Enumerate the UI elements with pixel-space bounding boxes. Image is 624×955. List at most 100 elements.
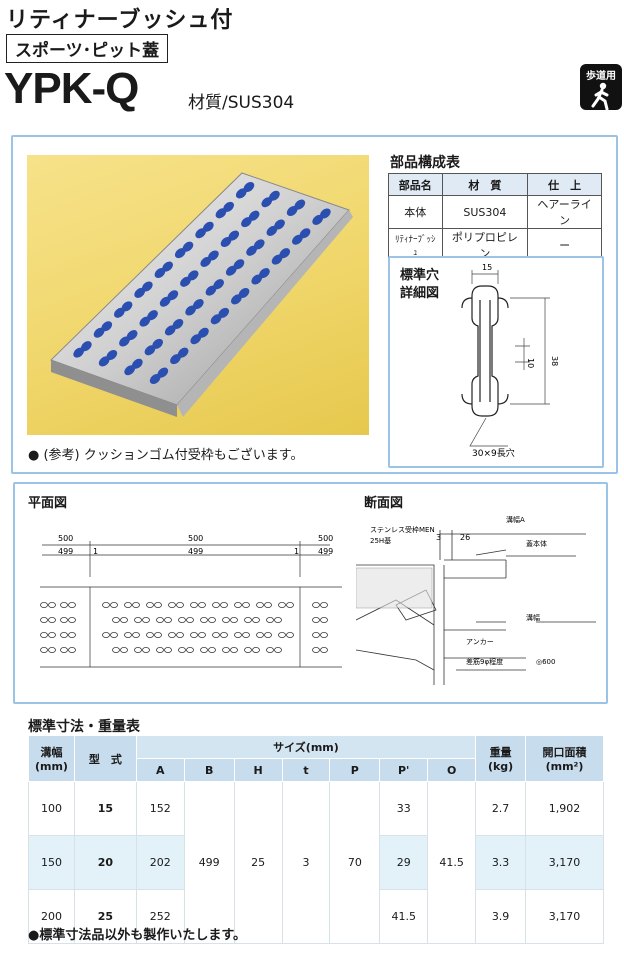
- plan-hole: [274, 647, 282, 654]
- cell-model: 15: [73, 781, 137, 836]
- plan-hole: [146, 602, 154, 609]
- cell-h: 25: [233, 781, 283, 944]
- grating-illustration: [50, 172, 353, 417]
- hole-detail-title: 詳細図: [400, 286, 440, 301]
- plan-hole: [132, 632, 140, 639]
- cell-a: 152: [135, 781, 185, 836]
- parts-header: 材 質: [441, 173, 529, 196]
- section-label: 溝幅A: [506, 515, 525, 524]
- section-label: ◎600: [536, 658, 555, 666]
- plan-hole: [178, 647, 186, 654]
- cell-a: 202: [135, 835, 185, 890]
- cell-open-area: 1,902: [525, 781, 604, 836]
- plan-hole: [48, 602, 56, 609]
- section-label: ステンレス受枠MEN: [370, 525, 435, 534]
- plan-hole: [68, 602, 76, 609]
- section-label: アンカー: [466, 638, 494, 646]
- cell-o: 41.5: [427, 781, 477, 944]
- plan-hole: [230, 647, 238, 654]
- plan-hole: [176, 632, 184, 639]
- plan-hole: [252, 617, 260, 624]
- plan-drawing: 500 500 500 499 1 499 1 499: [40, 534, 342, 668]
- plan-hole: [212, 602, 220, 609]
- cell-p: 70: [329, 781, 381, 944]
- plan-hole: [230, 617, 238, 624]
- plan-hole: [198, 632, 206, 639]
- plan-hole: [200, 617, 208, 624]
- plan-hole: [120, 647, 128, 654]
- cell-weight: 3.3: [475, 835, 527, 890]
- hole-detail-title: 標準穴: [400, 268, 440, 283]
- hole-detail-drawing: 15 10 38 30×9長穴: [461, 263, 559, 459]
- plan-hole: [156, 647, 164, 654]
- plan-hole: [252, 647, 260, 654]
- cell-width: 200: [28, 889, 75, 944]
- col-header-weight: 重量 (kg): [475, 735, 527, 782]
- plan-hole: [220, 602, 228, 609]
- plan-hole: [234, 632, 242, 639]
- plan-dim: 500: [58, 534, 73, 543]
- pedestrian-badge: 歩道用: [580, 64, 622, 111]
- col-header-width: 溝幅 (mm): [28, 735, 75, 782]
- plan-hole: [220, 632, 228, 639]
- dim-width: 15: [482, 263, 492, 272]
- plan-hole: [48, 632, 56, 639]
- plan-hole: [190, 632, 198, 639]
- plan-hole: [60, 602, 68, 609]
- plan-hole: [264, 602, 272, 609]
- col-header-size: サイズ(mm): [135, 735, 477, 759]
- plan-hole: [102, 632, 110, 639]
- plan-hole: [190, 602, 198, 609]
- plan-hole: [278, 602, 286, 609]
- section-label: 溝幅: [526, 613, 540, 622]
- plan-hole: [208, 617, 216, 624]
- plan-hole: [134, 617, 142, 624]
- plan-hole: [178, 617, 186, 624]
- product-photo: [27, 155, 369, 435]
- plan-hole: [256, 602, 264, 609]
- col-header-open-area: 開口面積 (mm²): [525, 735, 604, 782]
- plan-hole: [112, 617, 120, 624]
- parts-cell: SUS304: [441, 195, 529, 229]
- plan-hole: [168, 602, 176, 609]
- plan-hole: [266, 647, 274, 654]
- plan-hole: [286, 632, 294, 639]
- series-title: リティナーブッシュ付: [6, 8, 234, 33]
- cell-weight: 2.7: [475, 781, 527, 836]
- spec-table: 溝幅 (mm) 型 式 サイズ(mm) 重量 (kg) 開口面積 (mm²) A…: [28, 735, 604, 944]
- plan-hole: [242, 632, 250, 639]
- plan-hole: [40, 617, 48, 624]
- section-label: 25H基: [370, 536, 391, 545]
- plan-dim: 500: [188, 534, 203, 543]
- section-label: 差筋9φ程度: [466, 657, 503, 666]
- cell-open-area: 3,170: [525, 889, 604, 944]
- plan-hole: [264, 632, 272, 639]
- plan-hole: [168, 632, 176, 639]
- walking-person-icon: [591, 82, 609, 111]
- plan-hole: [208, 647, 216, 654]
- plan-hole: [242, 602, 250, 609]
- plan-hole: [68, 632, 76, 639]
- parts-header: 仕 上: [527, 173, 602, 196]
- plan-hole: [286, 602, 294, 609]
- cell-t: 3: [281, 781, 331, 944]
- plan-hole: [102, 602, 110, 609]
- subtitle-box: スポーツ･ピット蓋: [6, 34, 169, 63]
- plan-hole: [60, 647, 68, 654]
- plan-hole: [154, 632, 162, 639]
- dim-inner: 10: [526, 358, 535, 368]
- section-label: 3: [436, 533, 441, 542]
- cell-width: 150: [28, 835, 75, 890]
- plan-hole: [68, 617, 76, 624]
- plan-hole: [312, 647, 320, 654]
- plan-dim: 1: [294, 547, 299, 556]
- plan-hole: [142, 647, 150, 654]
- plan-hole: [320, 602, 328, 609]
- plan-hole: [142, 617, 150, 624]
- badge-label: 歩道用: [586, 71, 616, 82]
- plan-hole: [120, 617, 128, 624]
- cell-p-prime: 29: [379, 835, 429, 890]
- plan-hole: [222, 647, 230, 654]
- plan-dim: 1: [93, 547, 98, 556]
- col-header-h: H: [233, 758, 283, 782]
